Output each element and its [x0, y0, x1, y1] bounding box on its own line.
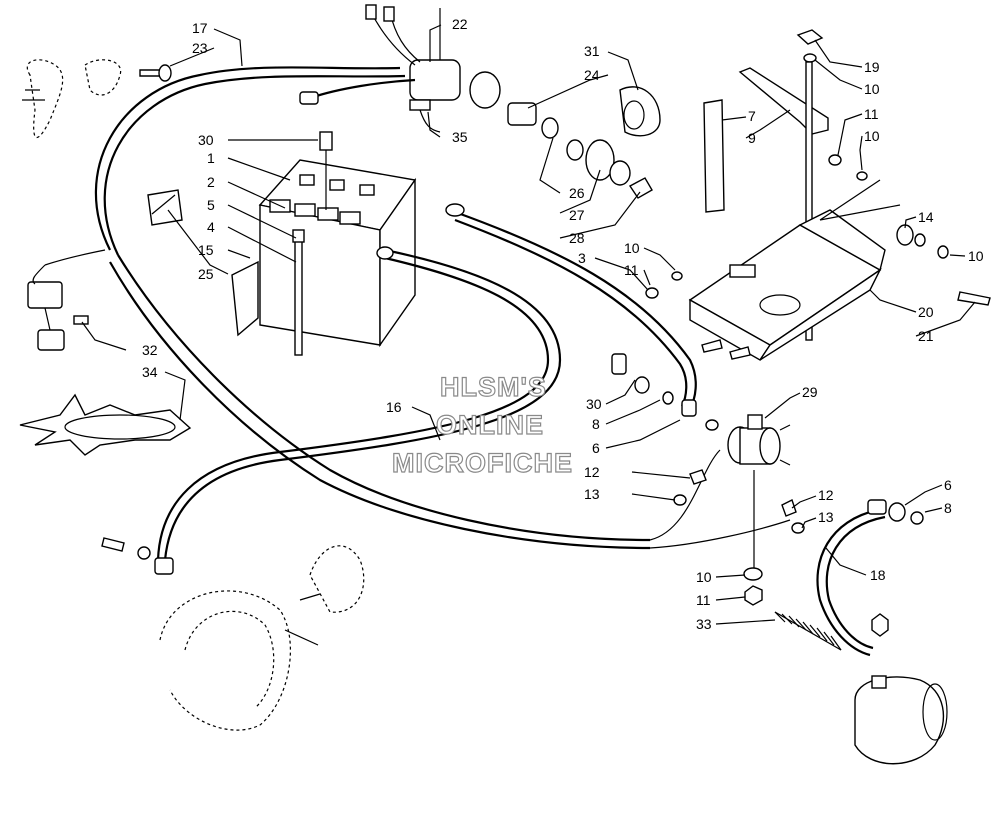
callout-33: 33 — [696, 616, 712, 632]
callout-15: 15 — [198, 242, 214, 258]
callout-10-a: 10 — [864, 81, 880, 97]
leader-lines — [81, 24, 976, 625]
callout-20: 20 — [918, 304, 934, 320]
callout-6-b: 6 — [944, 477, 952, 493]
callout-29: 29 — [802, 384, 818, 400]
cable-18 — [816, 499, 887, 657]
callout-4: 4 — [207, 219, 215, 235]
callout-14: 14 — [918, 209, 934, 225]
callout-labels: 17 23 22 35 30 1 2 5 4 15 25 31 24 26 27… — [142, 16, 984, 632]
callout-8-a: 8 — [592, 416, 600, 432]
callout-11-a: 11 — [864, 106, 879, 122]
spring-33 — [774, 611, 842, 651]
callout-10-e: 10 — [696, 569, 712, 585]
wiring-harness — [44, 66, 791, 550]
callout-17: 17 — [192, 20, 208, 36]
connector-22 — [299, 4, 501, 109]
callout-2: 2 — [207, 174, 215, 190]
callout-30-mid: 30 — [586, 396, 602, 412]
callout-28: 28 — [569, 230, 585, 246]
callout-21: 21 — [918, 328, 934, 344]
callout-35: 35 — [452, 129, 468, 145]
solenoid-29 — [727, 414, 791, 466]
callout-31: 31 — [584, 43, 600, 59]
callout-22: 22 — [452, 16, 468, 32]
callout-12-b: 12 — [818, 487, 834, 503]
solenoid-fasteners — [611, 353, 924, 606]
callout-12-a: 12 — [584, 464, 600, 480]
callout-16: 16 — [386, 399, 402, 415]
callout-10-b: 10 — [864, 128, 880, 144]
callout-26: 26 — [569, 185, 585, 201]
cable-16 — [154, 246, 562, 575]
callout-24: 24 — [584, 67, 600, 83]
decal-34 — [19, 393, 192, 456]
cable-3 — [445, 203, 697, 417]
callout-19: 19 — [864, 59, 880, 75]
callout-10-d: 10 — [624, 240, 640, 256]
callout-7: 7 — [748, 108, 756, 124]
watermark: HLSM'S ONLINE MICROFICHE — [391, 371, 573, 478]
callout-1: 1 — [207, 150, 215, 166]
fasteners-right — [645, 154, 991, 360]
terminal-35 — [409, 99, 441, 133]
callout-11-c: 11 — [696, 592, 711, 608]
callout-25: 25 — [198, 266, 214, 282]
battery-strap-15 — [292, 229, 305, 356]
battery-box-20 — [688, 179, 901, 361]
callout-13-b: 13 — [818, 509, 834, 525]
connector-32 — [27, 264, 89, 351]
vent-fitting-30 — [319, 131, 333, 210]
callout-10-c: 10 — [968, 248, 984, 264]
callout-5: 5 — [207, 197, 215, 213]
callout-23: 23 — [192, 40, 208, 56]
callout-18: 18 — [870, 567, 886, 583]
callout-6-a: 6 — [592, 440, 600, 456]
callout-11-b: 11 — [624, 262, 639, 278]
watermark-line-3: MICROFICHE — [392, 448, 573, 478]
callout-27: 27 — [569, 207, 585, 223]
switch-assembly-24 — [507, 86, 661, 199]
callout-34: 34 — [142, 364, 158, 380]
dash-housing-bottom — [101, 537, 365, 731]
starter-motor — [854, 613, 948, 765]
callout-32: 32 — [142, 342, 158, 358]
watermark-line-2: ONLINE — [436, 410, 544, 440]
callout-9: 9 — [748, 130, 756, 146]
callout-3: 3 — [578, 250, 586, 266]
battery — [258, 159, 417, 348]
callout-30-top: 30 — [198, 132, 214, 148]
dash-housing-left — [22, 59, 172, 138]
callout-8-b: 8 — [944, 500, 952, 516]
callout-13-a: 13 — [584, 486, 600, 502]
watermark-line-1: HLSM'S — [440, 372, 547, 402]
